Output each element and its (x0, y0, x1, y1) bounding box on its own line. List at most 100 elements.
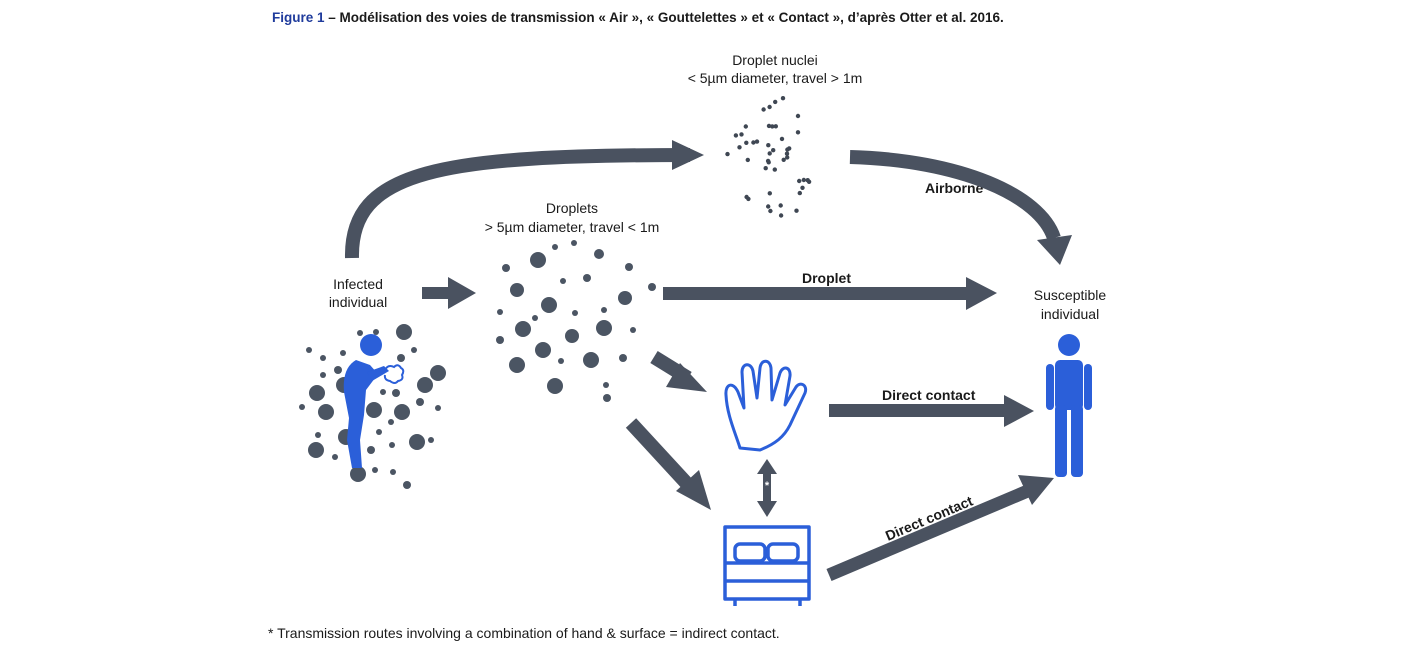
nucleus-particle (766, 123, 772, 129)
infected-particle (306, 347, 312, 353)
nucleus-particle (805, 178, 810, 183)
droplets-desc: > 5µm diameter, travel < 1m (485, 219, 660, 235)
nucleus-particle (779, 136, 785, 142)
nucleus-particle (767, 104, 772, 110)
arrow-to-hand-head (666, 363, 707, 392)
nucleus-particle (772, 167, 777, 172)
nucleus-particle (767, 151, 772, 156)
droplet-particle (594, 249, 604, 259)
nucleus-particle (778, 213, 784, 218)
infected-label-line2: individual (329, 294, 387, 310)
droplet-particle (541, 297, 557, 313)
footnote: * Transmission routes involving a combin… (268, 625, 780, 641)
droplet-particle (571, 240, 577, 246)
droplet-particle (552, 244, 558, 250)
nucleus-particle (787, 146, 792, 151)
infected-particle (372, 467, 378, 473)
nucleus-particle (794, 208, 799, 213)
nucleus-particle (780, 96, 786, 101)
droplet-particle (601, 307, 607, 313)
nucleus-particle (763, 166, 768, 171)
infected-droplet-cloud (299, 324, 446, 489)
coughing-person-icon (343, 334, 405, 468)
curved-arrow-to-nuclei (344, 148, 691, 259)
infected-particle (299, 404, 305, 410)
infected-particle (390, 469, 396, 475)
nucleus-particle (797, 178, 802, 184)
nucleus-particle (771, 148, 776, 153)
nucleus-particle (801, 177, 806, 183)
nucleus-particle (765, 158, 771, 164)
nucleus-particle (733, 133, 739, 138)
droplet-particle (565, 329, 579, 343)
infected-particle (357, 330, 363, 336)
infected-particle (388, 419, 394, 425)
standing-person-icon (1046, 334, 1092, 477)
droplet-particle (560, 278, 566, 284)
droplet-particle (515, 321, 531, 337)
nucleus-particle (754, 139, 760, 144)
direct-contact-bed-arrow-head (1018, 475, 1054, 505)
infected-particle (367, 446, 375, 454)
nucleus-particle (743, 124, 748, 129)
infected-label-line1: Infected (333, 276, 383, 292)
susceptible-label-line2: individual (1041, 306, 1099, 322)
nucleus-particle (725, 151, 730, 157)
infected-particle (373, 329, 379, 335)
droplet-particle (603, 394, 611, 402)
infected-particle (334, 366, 342, 374)
droplet-arrow-head (966, 277, 997, 310)
nucleus-particle (766, 143, 771, 148)
infected-particle (411, 347, 417, 353)
curved-arrow-to-nuclei-head (672, 140, 704, 170)
nucleus-particle (773, 99, 778, 105)
infected-particle (417, 377, 433, 393)
infected-particle (332, 454, 338, 460)
nucleus-particle (770, 124, 775, 129)
droplet-particle (497, 309, 503, 315)
nucleus-particle (773, 124, 778, 129)
infected-particle (309, 385, 325, 401)
droplet-particle (625, 263, 633, 271)
infected-particle (403, 481, 411, 489)
airborne-label: Airborne (925, 180, 984, 196)
droplet-particle (583, 274, 591, 282)
caption-label: Figure 1 (272, 10, 325, 25)
droplet-nuclei-desc: < 5µm diameter, travel > 1m (688, 70, 863, 86)
direct-contact-bed-arrow (826, 484, 1033, 581)
infected-particle (340, 350, 346, 356)
arrow-to-droplets (422, 287, 452, 299)
droplet-particle (583, 352, 599, 368)
droplet-particle (572, 310, 578, 316)
direct-contact-hand-arrow-head (1004, 395, 1034, 427)
infected-particle (389, 442, 395, 448)
nucleus-particle (778, 203, 783, 208)
arrows (344, 140, 1072, 581)
droplets-cloud (496, 240, 656, 402)
nucleus-particle (785, 155, 790, 160)
nucleus-particle (751, 140, 756, 145)
figure-caption: Figure 1 – Modélisation des voies de tra… (272, 10, 1004, 25)
droplet-particle (509, 357, 525, 373)
nucleus-particle (768, 208, 773, 214)
droplet-particle (510, 283, 524, 297)
infected-particle (394, 404, 410, 420)
droplet-particle (618, 291, 632, 305)
droplet-label: Droplet (802, 270, 851, 286)
infected-particle (320, 355, 326, 361)
droplet-particle (603, 382, 609, 388)
droplet-particle (558, 358, 564, 364)
infected-particle (308, 442, 324, 458)
nucleus-particle (745, 157, 750, 163)
susceptible-label-line1: Susceptible (1034, 287, 1107, 303)
droplet-particle (502, 264, 510, 272)
infected-particle (397, 354, 405, 362)
infected-particle (380, 389, 386, 395)
droplet-arrow (663, 287, 971, 300)
nucleus-particle (767, 191, 772, 196)
nucleus-particle (797, 190, 802, 196)
infected-particle (366, 402, 382, 418)
airborne-arrow (849, 150, 1061, 241)
droplet-particle (532, 315, 538, 321)
